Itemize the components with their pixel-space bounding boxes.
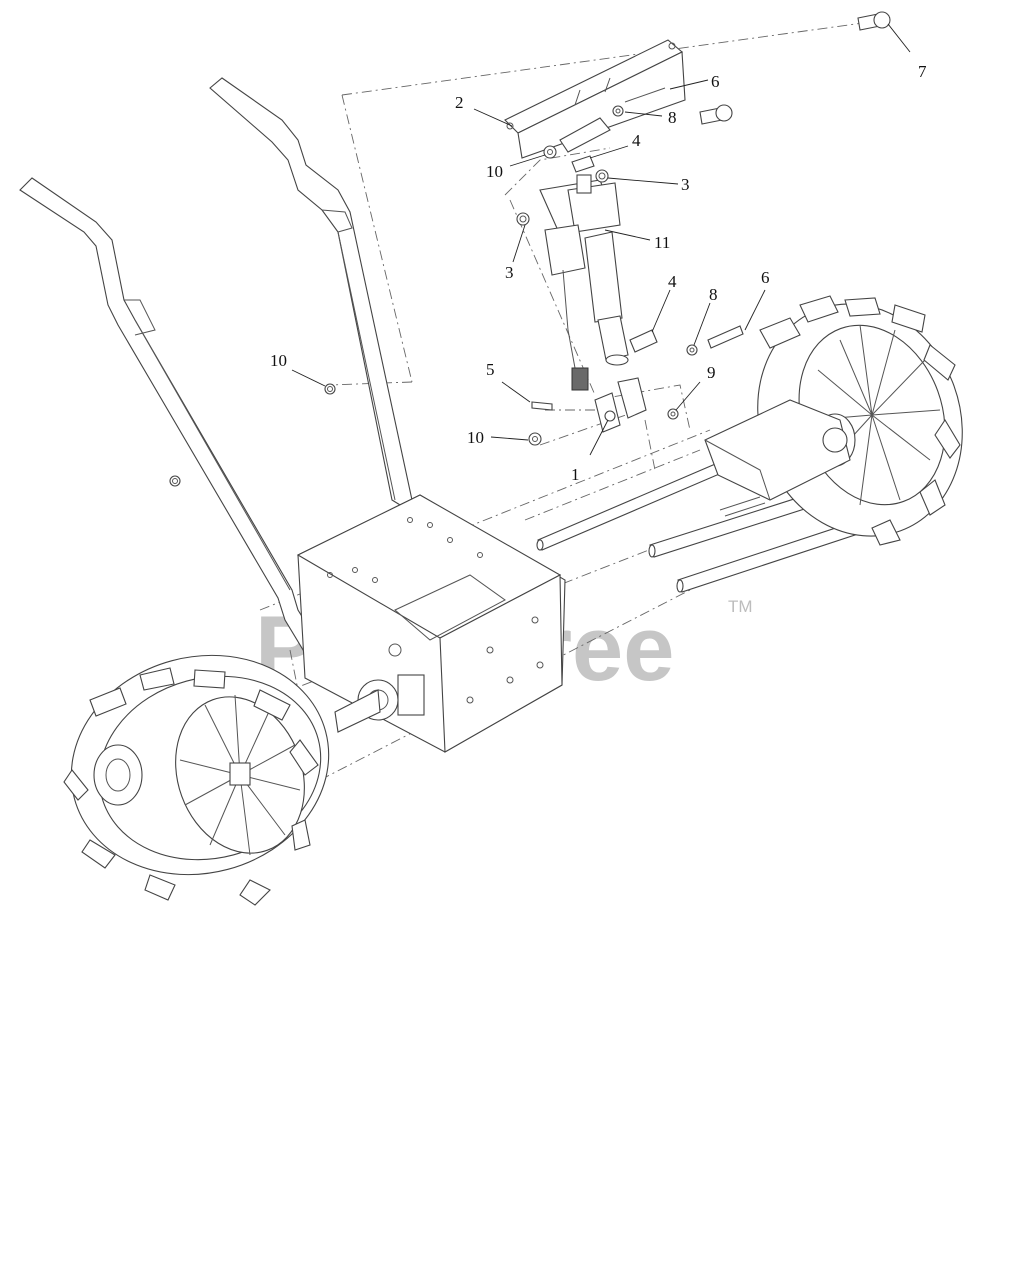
washer-8-lower [686,344,698,356]
frame-chassis [296,494,566,753]
right-gearbox [704,399,851,501]
washer-8-upper [612,105,624,117]
nut-9 [667,408,679,420]
left-handle [19,177,336,679]
callout-labels: 7 6 2 8 4 10 3 11 3 4 8 6 10 5 9 10 1 [270,62,927,484]
frame-holes [327,517,544,704]
callout-10-lower: 10 [467,428,484,447]
nut-10-lower [528,432,542,446]
spacer-4-upper [571,155,595,173]
watermark-trademark: TM [728,597,753,616]
right-handle [209,77,413,509]
pin-6-lower [707,325,744,349]
callout-6-lower: 6 [761,268,770,287]
actuator-tube [584,231,623,323]
spacer-4-lower [629,329,658,353]
linear-actuator [539,174,629,391]
callout-4-lower: 4 [668,272,677,291]
nut-10-upper [543,145,557,159]
callout-11: 11 [654,233,670,252]
callout-1: 1 [571,465,580,484]
left-stub-shaft [334,689,381,733]
bushing-3-lower [516,212,530,226]
callout-10-handle: 10 [270,351,287,370]
hair-pin-6-upper [624,87,666,103]
handle-nut-10 [324,383,336,395]
actuator-mount-bracket [504,39,686,159]
left-track-lugs [63,667,319,906]
actuator-rod [597,315,629,361]
left-handle-nut [169,475,181,487]
callout-3-lower: 3 [505,263,514,282]
callout-8-lower: 8 [709,285,718,304]
callout-7: 7 [918,62,927,81]
callout-8-upper: 8 [668,108,677,127]
hardware [516,11,891,446]
callout-10-upper: 10 [486,162,503,181]
callout-2: 2 [455,93,464,112]
actuator-wire-connector [571,367,589,391]
right-track-lugs [759,295,961,546]
callout-6-upper: 6 [711,72,720,91]
bolt-5 [531,401,553,411]
callout-9: 9 [707,363,716,382]
left-track-wheel [63,654,330,906]
left-wheel-spokes [179,694,301,856]
actuator-top-pin [576,174,592,194]
bearing-plate [397,674,425,716]
callout-3-upper: 3 [681,175,690,194]
left-wheel-hub [229,762,251,786]
callout-4-upper: 4 [632,131,641,150]
bushing-3-upper [595,169,609,183]
callout-5: 5 [486,360,495,379]
callout-leaders [291,23,911,456]
axle-shafts [536,461,865,593]
right-track-wheel [704,295,963,546]
